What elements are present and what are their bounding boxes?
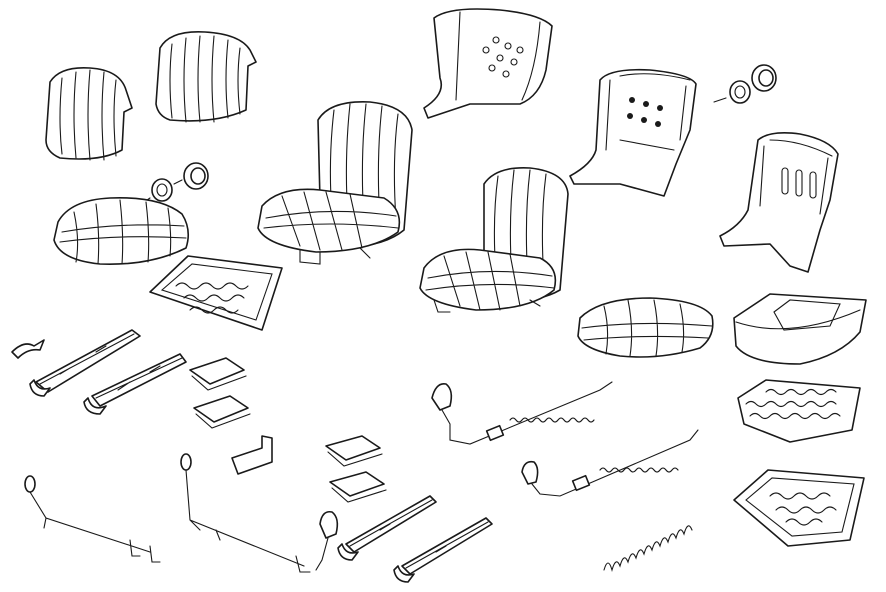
seat-cushion-right: [577, 297, 714, 358]
coil-spring: [603, 525, 693, 573]
seat-adjuster-upper: [431, 381, 613, 445]
seat-adjuster-lower: [521, 429, 699, 497]
seat-release-lever-right: [180, 453, 339, 573]
backrest-cover-left: [45, 66, 133, 161]
backrest-shell-with-holes: [569, 68, 697, 197]
seat-spring-frame-right: [733, 469, 865, 547]
backrest-shell-perforated: [423, 8, 553, 119]
grommet-rings-left: [139, 162, 209, 206]
seat-spring-mat: [737, 379, 861, 443]
grommet-rings-right: [713, 64, 777, 104]
seat-release-lever-left: [24, 475, 161, 563]
seat-foam-pad: [733, 293, 867, 365]
seat-rails-middle: [337, 495, 493, 583]
complete-seat-left: [257, 101, 413, 265]
seat-rails-left: [11, 329, 187, 415]
backrest-cover-right: [155, 31, 257, 123]
backrest-frame: [719, 132, 839, 273]
seat-brackets: [189, 357, 387, 503]
seat-cushion-left: [53, 197, 190, 265]
seat-spring-frame-left: [149, 255, 283, 331]
complete-seat-right: [419, 167, 569, 313]
